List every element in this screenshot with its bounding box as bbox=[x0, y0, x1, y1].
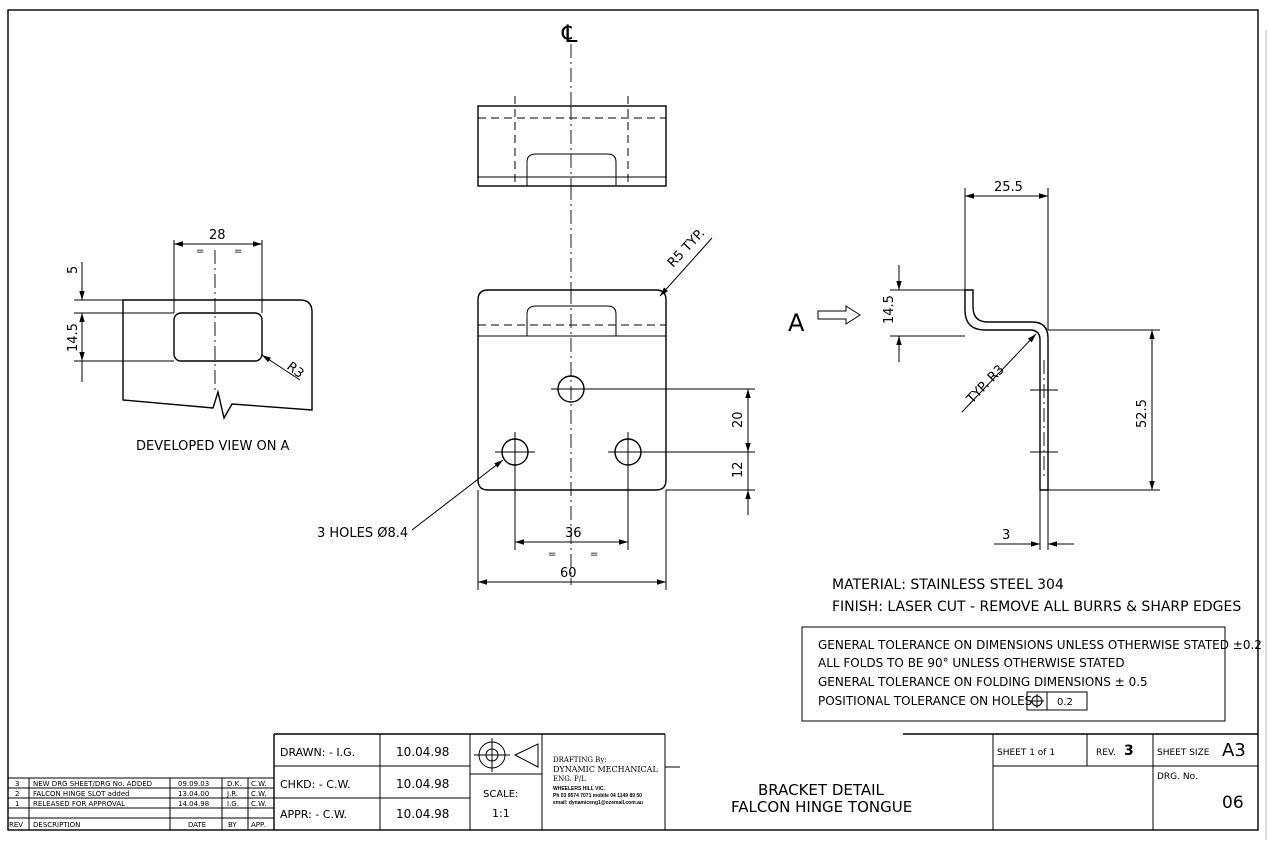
rev-header-app: APP. bbox=[251, 821, 265, 829]
revision-cell-rev: 1 bbox=[15, 800, 19, 808]
rev-header-date: DATE bbox=[188, 821, 206, 829]
revision-cell-date: 09.09.03 bbox=[178, 780, 209, 788]
dim-36: 36 bbox=[565, 526, 582, 541]
approved-by: APPR: - C.W. bbox=[280, 808, 347, 821]
scale-label: SCALE: bbox=[483, 789, 518, 800]
revision-cell-app: C.W. bbox=[251, 790, 266, 798]
drg-no-value: 06 bbox=[1222, 793, 1244, 813]
revision-cell-rev: 3 bbox=[15, 780, 19, 788]
revision-cell-description: RELEASED FOR APPROVAL bbox=[33, 800, 125, 808]
tolerance-line-4: POSITIONAL TOLERANCE ON HOLES bbox=[818, 694, 1032, 708]
drawn-by: DRAWN: - I.G. bbox=[280, 746, 355, 759]
rev-header-by: BY bbox=[228, 821, 237, 829]
rev-label: REV. bbox=[1096, 748, 1116, 758]
side-dim-3: 3 bbox=[1002, 528, 1010, 543]
drawn-date: 10.04.98 bbox=[396, 745, 449, 759]
revision-cell-by: D.K. bbox=[227, 780, 241, 788]
dev-dim-28: 28 bbox=[209, 228, 226, 243]
centerline-symbol: ℄ bbox=[561, 20, 578, 48]
scale-value: 1:1 bbox=[492, 807, 510, 820]
position-tolerance-frame bbox=[1026, 691, 1088, 711]
revision-cell-description: NEW DRG SHEET/DRG No. ADDED bbox=[33, 780, 152, 788]
dev-dim-5: 5 bbox=[66, 266, 81, 274]
rev-value: 3 bbox=[1124, 743, 1134, 759]
holes-note: 3 HOLES Ø8.4 bbox=[317, 526, 408, 541]
drawing-title-1: BRACKET DETAIL bbox=[758, 781, 885, 799]
view-label-a: A bbox=[788, 309, 805, 337]
checked-date: 10.04.98 bbox=[396, 777, 449, 791]
view-arrow bbox=[817, 305, 861, 325]
position-tolerance-value: 0.2 bbox=[1057, 697, 1073, 708]
tolerance-line-3: GENERAL TOLERANCE ON FOLDING DIMENSIONS … bbox=[818, 675, 1148, 689]
rev-header-description: DESCRIPTION bbox=[33, 821, 80, 829]
dim-20: 20 bbox=[731, 411, 746, 428]
side-dim-25-5: 25.5 bbox=[994, 180, 1023, 195]
eq-mark-2: = bbox=[590, 549, 598, 560]
developed-view: 28 = = 5 14.5 R3 bbox=[66, 228, 313, 420]
dim-60: 60 bbox=[560, 566, 577, 581]
revision-cell-by: J.R. bbox=[226, 790, 238, 798]
side-dim-14-5: 14.5 bbox=[882, 295, 897, 324]
company-address: WHEELERS HILL VIC. bbox=[553, 786, 605, 792]
revision-cell-rev: 2 bbox=[15, 790, 19, 798]
dim-12: 12 bbox=[731, 461, 746, 478]
r5-typ-note: R5 TYP. bbox=[665, 226, 708, 271]
revision-cell-by: I.G. bbox=[227, 800, 239, 808]
dev-eq-2: = bbox=[234, 246, 242, 257]
company-phone: Ph 03 9574 7071 mobile 04 1149 89 50 bbox=[553, 793, 642, 799]
developed-slot bbox=[173, 312, 263, 362]
finish-note: FINISH: LASER CUT - REMOVE ALL BURRS & S… bbox=[832, 599, 1241, 615]
top-view-outline bbox=[477, 105, 667, 187]
company-email: email: dynamiceng1@ozemail.com.au bbox=[553, 800, 643, 806]
front-view-outline bbox=[477, 289, 667, 491]
company-line-2: ENG. P/L bbox=[553, 775, 586, 783]
eq-mark-1: = bbox=[548, 549, 556, 560]
drg-no-label: DRG. No. bbox=[1157, 772, 1198, 782]
sheet-number: SHEET 1 of 1 bbox=[997, 748, 1055, 758]
sheet-size-value: A3 bbox=[1222, 740, 1246, 761]
tolerance-box bbox=[801, 626, 1226, 722]
rev-header-rev: REV bbox=[9, 821, 23, 829]
revision-cell-app: C.W. bbox=[251, 780, 266, 788]
material-note: MATERIAL: STAINLESS STEEL 304 bbox=[832, 577, 1064, 593]
side-radius-note: TYP. R3 bbox=[963, 362, 1007, 407]
company-line-1: DYNAMIC MECHANICAL bbox=[553, 765, 658, 774]
revision-cell-description: FALCON HINGE SLOT added bbox=[33, 790, 130, 798]
drawing-title-2: FALCON HINGE TONGUE bbox=[731, 798, 912, 816]
checked-by: CHKD: - C.W. bbox=[280, 778, 351, 791]
sheet-border bbox=[7, 9, 1259, 831]
title-block bbox=[273, 733, 1258, 830]
developed-view-label: DEVELOPED VIEW ON A bbox=[136, 439, 290, 454]
side-view: 25.5 14.5 52.5 3 TYP. R3 bbox=[882, 180, 1160, 550]
revision-table bbox=[8, 777, 274, 830]
side-dim-52-5: 52.5 bbox=[1135, 399, 1150, 428]
dev-eq-1: = bbox=[196, 246, 204, 257]
revision-cell-date: 14.04.98 bbox=[178, 800, 209, 808]
dev-radius: R3 bbox=[284, 359, 307, 381]
drafting-by: DRAFTING By: bbox=[553, 756, 607, 764]
tolerance-line-1: GENERAL TOLERANCE ON DIMENSIONS UNLESS O… bbox=[818, 638, 1262, 652]
revision-cell-date: 13.04.00 bbox=[178, 790, 209, 798]
top-view bbox=[477, 96, 667, 187]
developed-view-outline bbox=[122, 299, 313, 420]
sheet-size-label: SHEET SIZE bbox=[1157, 748, 1210, 758]
dev-dim-14-5: 14.5 bbox=[66, 323, 81, 352]
third-angle-projection-icon bbox=[474, 738, 539, 772]
revision-rows: 3 NEW DRG SHEET/DRG No. ADDED 09.09.03 D.K.… bbox=[15, 780, 266, 808]
approved-date: 10.04.98 bbox=[396, 807, 449, 821]
tolerance-line-2: ALL FOLDS TO BE 90° UNLESS OTHERWISE STA… bbox=[818, 656, 1125, 670]
front-view bbox=[477, 289, 667, 585]
revision-cell-app: C.W. bbox=[251, 800, 266, 808]
